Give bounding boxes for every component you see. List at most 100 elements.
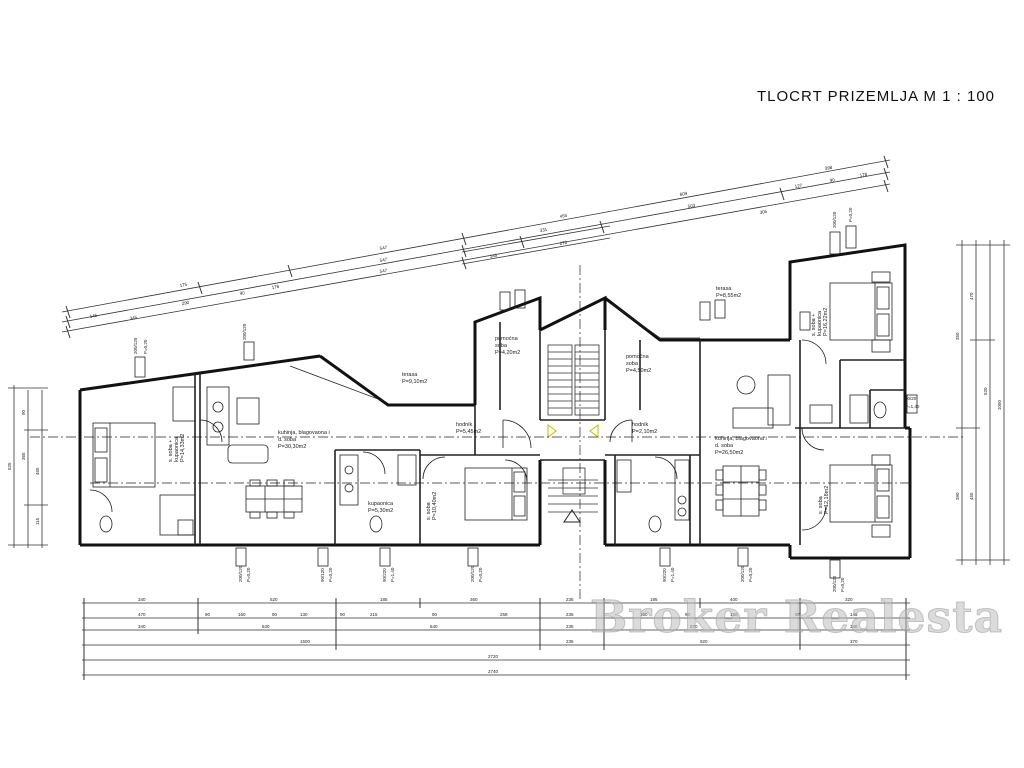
- svg-text:90: 90: [829, 177, 835, 183]
- top-dimension-ticks: [65, 155, 889, 339]
- svg-text:200/120: 200/120: [832, 575, 837, 592]
- svg-text:235: 235: [566, 597, 574, 602]
- svg-text:130: 130: [300, 612, 308, 617]
- svg-text:P=16,22m2: P=16,22m2: [823, 308, 829, 336]
- svg-text:200/120: 200/120: [133, 337, 138, 354]
- watermark-text: Broker Realesta: [589, 592, 1004, 644]
- left-dimension-labels: 525 365 465 115 90: [7, 409, 40, 525]
- svg-text:kuhinja, blagovaona i: kuhinja, blagovaona i: [278, 430, 330, 436]
- svg-text:290: 290: [181, 300, 190, 306]
- svg-text:185: 185: [380, 597, 388, 602]
- entry-arrow-icon: [563, 509, 581, 523]
- bottom-dimension-ticks: [83, 598, 907, 680]
- window-mark-labels: 200/120 P=0,20 200/120 200/120 P=0,20 90…: [133, 207, 920, 592]
- svg-text:160: 160: [238, 612, 246, 617]
- bed-center: [464, 467, 528, 521]
- svg-text:soba: soba: [495, 343, 508, 349]
- svg-text:90/120: 90/120: [320, 568, 325, 582]
- svg-text:547: 547: [379, 257, 388, 263]
- svg-text:kupaonica: kupaonica: [817, 310, 823, 336]
- svg-text:P=5,45m2: P=5,45m2: [456, 429, 481, 435]
- svg-text:520: 520: [983, 387, 988, 395]
- svg-text:P=10,40m2: P=10,40m2: [432, 492, 438, 520]
- svg-text:P=1,40: P=1,40: [670, 567, 675, 582]
- room-label-kuhinja1: kuhinja, blagovaona i d. soba P=30,30m2: [278, 430, 330, 450]
- svg-text:345: 345: [129, 315, 138, 321]
- svg-text:175: 175: [179, 282, 188, 288]
- svg-text:P=8,55m2: P=8,55m2: [716, 293, 741, 299]
- svg-text:soba: soba: [626, 361, 639, 367]
- svg-text:200/120: 200/120: [470, 565, 475, 582]
- room-label-hodnik1: hodnik P=5,45m2: [456, 422, 481, 435]
- svg-text:200/120: 200/120: [238, 565, 243, 582]
- svg-text:145: 145: [489, 253, 498, 259]
- svg-text:365: 365: [21, 452, 26, 460]
- svg-text:terasa: terasa: [716, 286, 732, 292]
- svg-text:kupaonica: kupaonica: [174, 436, 180, 462]
- svg-text:P=9,10m2: P=9,10m2: [402, 379, 427, 385]
- svg-text:470: 470: [138, 612, 146, 617]
- svg-text:P=0,20: P=0,20: [143, 339, 148, 354]
- svg-text:P=2,10m2: P=2,10m2: [632, 429, 657, 435]
- svg-text:pomoćna: pomoćna: [626, 354, 650, 360]
- svg-text:331: 331: [539, 227, 548, 233]
- bed-left: [92, 422, 156, 488]
- svg-text:145: 145: [89, 313, 98, 319]
- svg-text:630: 630: [262, 624, 270, 629]
- svg-text:P=14,33m2: P=14,33m2: [180, 434, 186, 462]
- left-dimension-lines: [8, 385, 48, 548]
- svg-text:s. soba: s. soba: [818, 495, 824, 514]
- room-label-soba3: s. soba + kupaonica P=16,22m2: [811, 308, 829, 336]
- svg-text:90: 90: [21, 409, 26, 415]
- door-swings: [89, 339, 827, 531]
- svg-text:P=4,20m2: P=4,20m2: [495, 350, 520, 356]
- svg-text:195: 195: [650, 597, 658, 602]
- svg-text:2740: 2740: [488, 669, 499, 674]
- room-label-pomocna2: pomoćna soba P=4,50m2: [626, 354, 651, 374]
- svg-text:547: 547: [379, 245, 388, 251]
- svg-text:P=0,20: P=0,20: [848, 207, 853, 222]
- svg-text:503: 503: [687, 203, 696, 209]
- room-label-terasa1: terasa P=9,10m2: [402, 372, 427, 385]
- svg-text:90: 90: [685, 612, 691, 617]
- svg-text:s. soba +: s. soba +: [168, 440, 174, 462]
- svg-text:90: 90: [340, 612, 346, 617]
- svg-text:1500: 1500: [300, 639, 311, 644]
- bed-bottom-right: [829, 464, 893, 523]
- svg-text:50/20: 50/20: [905, 396, 917, 401]
- svg-text:kupaonica: kupaonica: [368, 501, 394, 507]
- room-label-soba1: s. soba + kupaonica P=14,33m2: [168, 434, 186, 462]
- right-dimension-labels: 470 1050 520 350 455 390: [955, 292, 1002, 500]
- svg-text:P=0,20: P=0,20: [840, 577, 845, 592]
- svg-text:P=12,18m2: P=12,18m2: [824, 486, 830, 514]
- svg-text:400: 400: [730, 597, 738, 602]
- svg-text:150: 150: [730, 612, 738, 617]
- drawing-title: TLOCRT PRIZEMLJA M 1 : 100: [757, 88, 996, 105]
- staircase: [547, 344, 600, 513]
- svg-text:390: 390: [955, 492, 960, 500]
- svg-text:P=0,20: P=0,20: [478, 567, 483, 582]
- svg-text:1050: 1050: [997, 399, 1002, 410]
- svg-text:d. soba: d. soba: [715, 443, 734, 449]
- stair-direction-arrows: [547, 424, 599, 438]
- svg-text:547: 547: [379, 268, 388, 274]
- room-label-kupaonica1: kupaonica P=5,30m2: [368, 501, 394, 514]
- top-dimension-labels: 175 547 455 609 398 145 345 290 90 176 5…: [89, 165, 868, 321]
- svg-text:90: 90: [272, 612, 278, 617]
- svg-text:P=1,40: P=1,40: [905, 404, 920, 409]
- svg-text:hodnik: hodnik: [456, 422, 472, 428]
- svg-text:258: 258: [500, 612, 508, 617]
- room-label-soba4: s. soba P=12,18m2: [818, 486, 830, 514]
- room-label-hodnik2: hodnik P=2,10m2: [632, 422, 657, 435]
- svg-text:P=1,40: P=1,40: [390, 567, 395, 582]
- svg-text:370: 370: [850, 639, 858, 644]
- svg-text:320: 320: [845, 597, 853, 602]
- bottom-dimension-labels: 340 520 185 360 235 195 400 320 470 90 1…: [138, 597, 858, 674]
- right-dimension-lines: [956, 240, 1010, 565]
- svg-text:P=4,50m2: P=4,50m2: [626, 368, 651, 374]
- svg-text:340: 340: [138, 624, 146, 629]
- svg-text:90: 90: [795, 612, 801, 617]
- svg-text:200/120: 200/120: [242, 323, 247, 340]
- bed-top-right: [829, 282, 893, 341]
